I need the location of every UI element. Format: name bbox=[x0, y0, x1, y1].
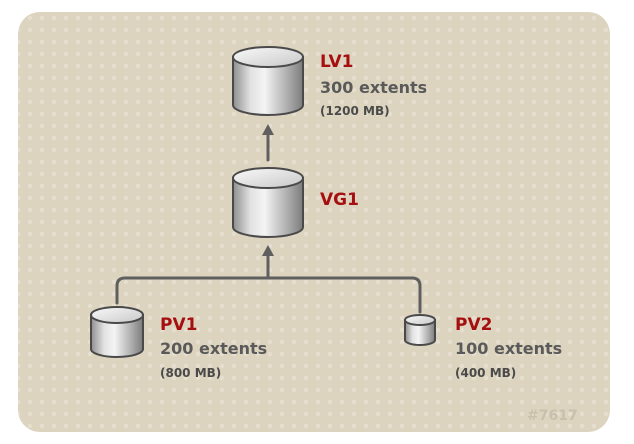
pv1-title: PV1 bbox=[160, 315, 197, 335]
lv1-extents: 300 extents bbox=[320, 78, 427, 97]
pv2-size: (400 MB) bbox=[455, 366, 516, 380]
pv2-cylinder-icon bbox=[404, 314, 436, 346]
pv1-extents: 200 extents bbox=[160, 339, 267, 358]
pv1-cylinder-icon bbox=[90, 306, 144, 358]
lv1-title: LV1 bbox=[320, 52, 353, 72]
figure-id-watermark: #7617 bbox=[527, 408, 578, 424]
vg1-cylinder-icon bbox=[232, 167, 304, 238]
lv1-cylinder-icon bbox=[232, 46, 304, 116]
pv2-extents: 100 extents bbox=[455, 339, 562, 358]
pv2-title: PV2 bbox=[455, 315, 492, 335]
lv1-size: (1200 MB) bbox=[320, 104, 390, 118]
pv1-size: (800 MB) bbox=[160, 366, 221, 380]
arrowhead-vg1 bbox=[262, 245, 274, 256]
diagram-panel-dots bbox=[18, 12, 610, 432]
vg1-title: VG1 bbox=[320, 190, 359, 210]
arrowhead-lv1 bbox=[262, 124, 274, 135]
